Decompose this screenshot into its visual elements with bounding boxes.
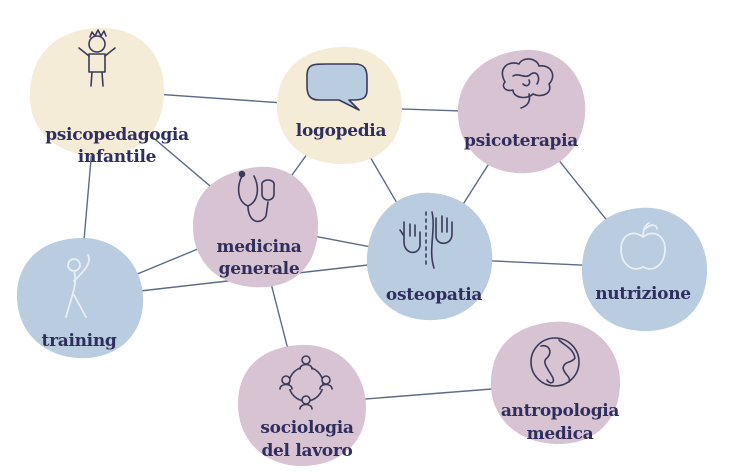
node-blob [581,207,708,332]
team-circle-icon [279,355,333,410]
node-blob [457,49,586,174]
node-blob [29,27,165,157]
node-label: sociologia [260,418,353,438]
brain-icon [501,58,554,109]
apple-icon [620,222,666,270]
node-blob [16,238,144,359]
globe-icon [530,337,580,387]
speech-bubble-icon [306,63,368,111]
node-antropologia: antropologia medica [490,321,621,445]
node-blob [192,166,319,288]
child-icon [78,29,116,87]
node-label: logopedia [296,121,387,141]
node-blob [490,321,621,445]
hands-icon [399,211,453,269]
node-label: medica [527,424,594,444]
node-sociologia: sociologia del lavoro [238,344,366,466]
stretching-person-icon [65,254,90,318]
node-label: psicoterapia [464,131,578,151]
node-label: osteopatia [386,285,482,305]
node-psicoterapia: psicoterapia [457,49,586,174]
node-label: psicopedagogia [45,125,189,145]
node-training: training [16,238,144,359]
node-label: antropologia [501,401,620,421]
node-osteopatia: osteopatia [366,192,493,321]
node-label: nutrizione [595,284,691,304]
node-label: del lavoro [261,441,352,461]
node-nutrizione: nutrizione [581,207,708,332]
node-label: medicina [217,237,302,257]
node-blob [366,192,493,321]
node-label: training [42,331,117,351]
node-label: generale [219,259,300,279]
node-logopedia: logopedia [276,46,402,165]
stethoscope-icon [237,170,275,223]
node-label: infantile [78,147,157,167]
